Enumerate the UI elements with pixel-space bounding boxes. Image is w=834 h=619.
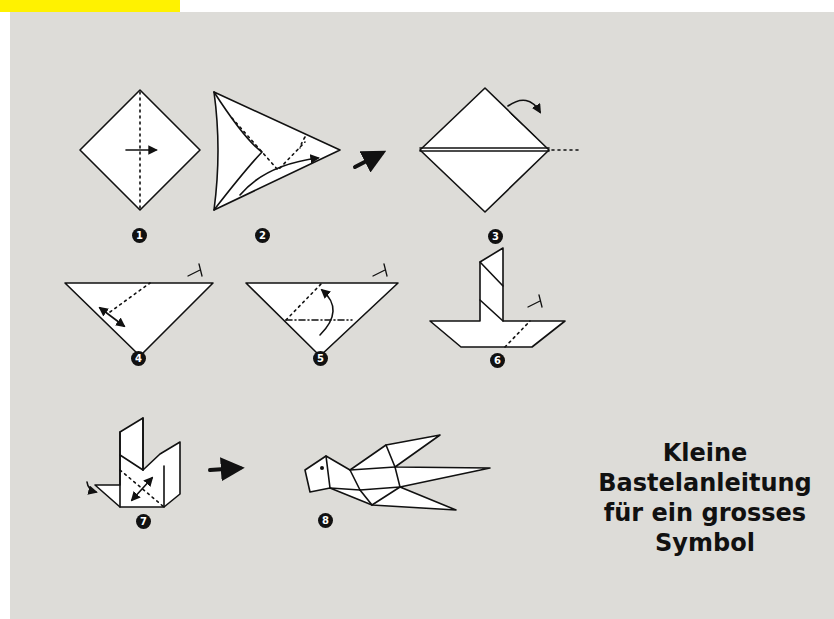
step-number: 4 (131, 351, 146, 366)
step-number: 6 (490, 353, 505, 368)
step-number: 7 (136, 514, 151, 529)
step-number: 5 (313, 351, 328, 366)
step-number: 8 (318, 513, 333, 528)
step-number: 2 (255, 228, 270, 243)
step-number: 3 (488, 229, 503, 244)
caption-text: Kleine Bastelanleitung für ein grosses S… (585, 438, 825, 558)
step-number: 1 (132, 228, 147, 243)
